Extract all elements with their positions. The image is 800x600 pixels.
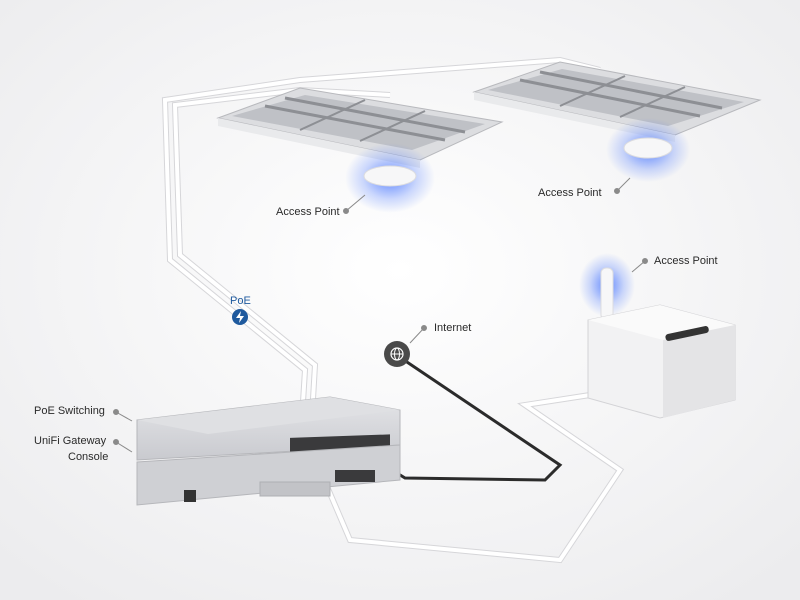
lightning-icon [232, 309, 248, 325]
access-point-label-3: Access Point [654, 255, 718, 267]
leader-dot [614, 188, 620, 194]
poe-switch [136, 396, 401, 473]
access-point-label-2: Access Point [538, 187, 602, 199]
globe-icon [384, 341, 410, 367]
leader-dot [642, 258, 648, 264]
outdoor-enclosure [587, 304, 736, 419]
internet-cable [391, 354, 563, 482]
gateway-label-line2: Console [68, 451, 109, 463]
leader-dot [113, 439, 119, 445]
poe-switching-label: PoE Switching [34, 405, 105, 417]
access-point-3 [579, 253, 635, 321]
internet-label: Internet [434, 322, 472, 334]
unifi-gateway-console [136, 444, 401, 506]
poe-cables [161, 56, 625, 564]
poe-label: PoE [230, 295, 251, 307]
access-point-label-1: Access Point [276, 206, 340, 218]
gateway-label-line1: UniFi Gateway [34, 435, 107, 447]
leader-dot [421, 325, 427, 331]
ceiling-panel-1 [216, 87, 504, 168]
access-point-1 [345, 143, 435, 213]
access-point-2 [606, 118, 690, 182]
leader-dot [343, 208, 349, 214]
leader-dot [113, 409, 119, 415]
